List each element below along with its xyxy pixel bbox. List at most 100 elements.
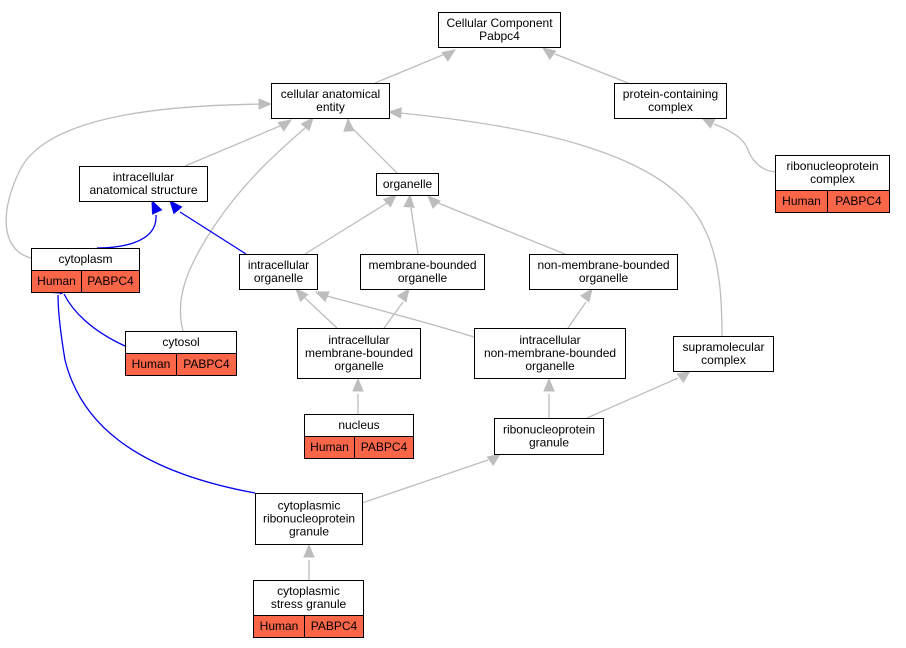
node-box	[239, 254, 318, 290]
node-box	[474, 328, 626, 379]
node-box	[529, 254, 678, 290]
edge-line	[567, 301, 587, 329]
node-label-line: anatomical structure	[89, 183, 197, 197]
node-label-line: nucleus	[338, 418, 379, 432]
arrowhead-icon	[676, 370, 692, 384]
node-box	[775, 155, 890, 191]
edge-line	[179, 127, 306, 332]
edge-line	[361, 459, 489, 504]
annotation-gene-label: PABPC4	[311, 619, 358, 633]
node-box	[494, 418, 604, 455]
edge-cytoplasmic-stress-granule-to-cytoplasmic-ribonucleoprotein-granule	[303, 543, 315, 580]
node-box	[438, 12, 561, 48]
edge-cytoplasmic-ribonucleoprotein-granule-to-ribonucleoprotein-granule	[361, 453, 502, 504]
edge-intracellular-membrane-bounded-organelle-to-membrane-bounded-organelle	[383, 287, 410, 329]
edge-line	[399, 112, 723, 337]
edge-line	[713, 123, 776, 173]
node-box	[271, 83, 390, 119]
edges-layer	[5, 47, 776, 580]
edge-line	[326, 295, 475, 338]
node-label-line: organelle	[383, 177, 433, 191]
node-box	[79, 166, 208, 202]
edge-intracellular-organelle-to-intracellular-anatomical-structure	[169, 200, 247, 255]
annotation-gene-label: PABPC4	[183, 357, 230, 371]
arrowhead-icon	[169, 200, 183, 215]
edge-line	[63, 293, 126, 347]
edge-ribonucleoprotein-complex-to-protein-containing-complex	[700, 117, 776, 173]
node-label-line: stress granule	[271, 597, 347, 611]
arrowhead-icon	[343, 117, 355, 132]
edge-intracellular-anatomical-structure-to-cellular-anatomical-entity	[184, 119, 293, 167]
arrowhead-icon	[579, 287, 593, 303]
node-label-line: Cellular Component	[446, 16, 553, 30]
edge-intracellular-membrane-bounded-organelle-to-intracellular-organelle	[295, 288, 338, 329]
annotation-gene-cell	[81, 270, 140, 293]
node-label-line: ribonucleoprotein	[786, 159, 878, 173]
node-label-line: membrane-bounded	[368, 258, 476, 272]
node-intracellular-non-membrane-bounded-organelle[interactable]: intracellularnon-membrane-boundedorganel…	[474, 328, 626, 379]
edge-ribonucleoprotein-granule-to-supramolecular-complex	[586, 370, 692, 419]
edge-membrane-bounded-organelle-to-organelle	[403, 193, 419, 255]
annotation-gene-cell	[827, 190, 890, 213]
node-label-line: supramolecular	[682, 340, 764, 354]
edge-protein-containing-complex-to-cellular-component	[541, 47, 629, 84]
node-label-line: non-membrane-bounded	[484, 346, 616, 360]
edge-line	[179, 211, 247, 255]
edge-supramolecular-complex-to-cellular-anatomical-entity	[387, 107, 723, 337]
edge-cytosol-to-cellular-anatomical-entity	[179, 117, 314, 332]
node-label-line: cellular anatomical	[281, 87, 380, 101]
node-label-line: granule	[289, 525, 329, 539]
arrowhead-icon	[314, 291, 330, 303]
node-label-line: intracellular	[328, 333, 389, 347]
edge-intracellular-organelle-to-organelle	[304, 194, 397, 255]
edge-line	[304, 202, 388, 255]
node-label-line: cytoplasm	[58, 252, 112, 266]
node-label-line: granule	[529, 436, 569, 450]
edge-nucleus-to-intracellular-membrane-bounded-organelle	[352, 377, 364, 414]
annotation-gene-cell	[304, 615, 364, 638]
edge-line	[554, 53, 629, 84]
node-label-line: protein-containing	[623, 87, 718, 101]
edge-intracellular-non-membrane-bounded-organelle-to-non-membrane-bounded-organelle	[567, 287, 593, 329]
node-label-line: Pabpc4	[479, 29, 520, 43]
edge-line	[57, 294, 256, 494]
node-label-line: cytoplasmic	[278, 499, 341, 513]
node-organelle[interactable]: organelle	[376, 173, 439, 196]
node-label-line: membrane-bounded	[305, 346, 413, 360]
arrowhead-icon	[486, 453, 502, 467]
edge-cytoplasm-to-cellular-anatomical-entity	[5, 98, 273, 259]
annotation-species-label: Human	[310, 440, 349, 454]
node-label-line: ribonucleoprotein	[503, 423, 595, 437]
annotation-gene-cell	[354, 436, 414, 459]
edge-line	[184, 125, 281, 167]
arrowhead-icon	[151, 199, 163, 215]
arrowhead-icon	[258, 98, 273, 110]
node-box	[255, 493, 363, 545]
arrowhead-icon	[277, 119, 293, 132]
node-label-line: organelle	[579, 271, 629, 285]
arrowhead-icon	[352, 377, 364, 392]
edge-intracellular-non-membrane-bounded-organelle-to-intracellular-organelle	[314, 291, 475, 338]
arrowhead-icon	[387, 107, 402, 119]
arrowhead-icon	[295, 288, 309, 303]
node-label-line: complex	[810, 172, 855, 186]
node-label-line: ribonucleoprotein	[263, 512, 355, 526]
edge-cytoplasmic-ribonucleoprotein-granule-to-cytoplasm	[51, 279, 256, 494]
